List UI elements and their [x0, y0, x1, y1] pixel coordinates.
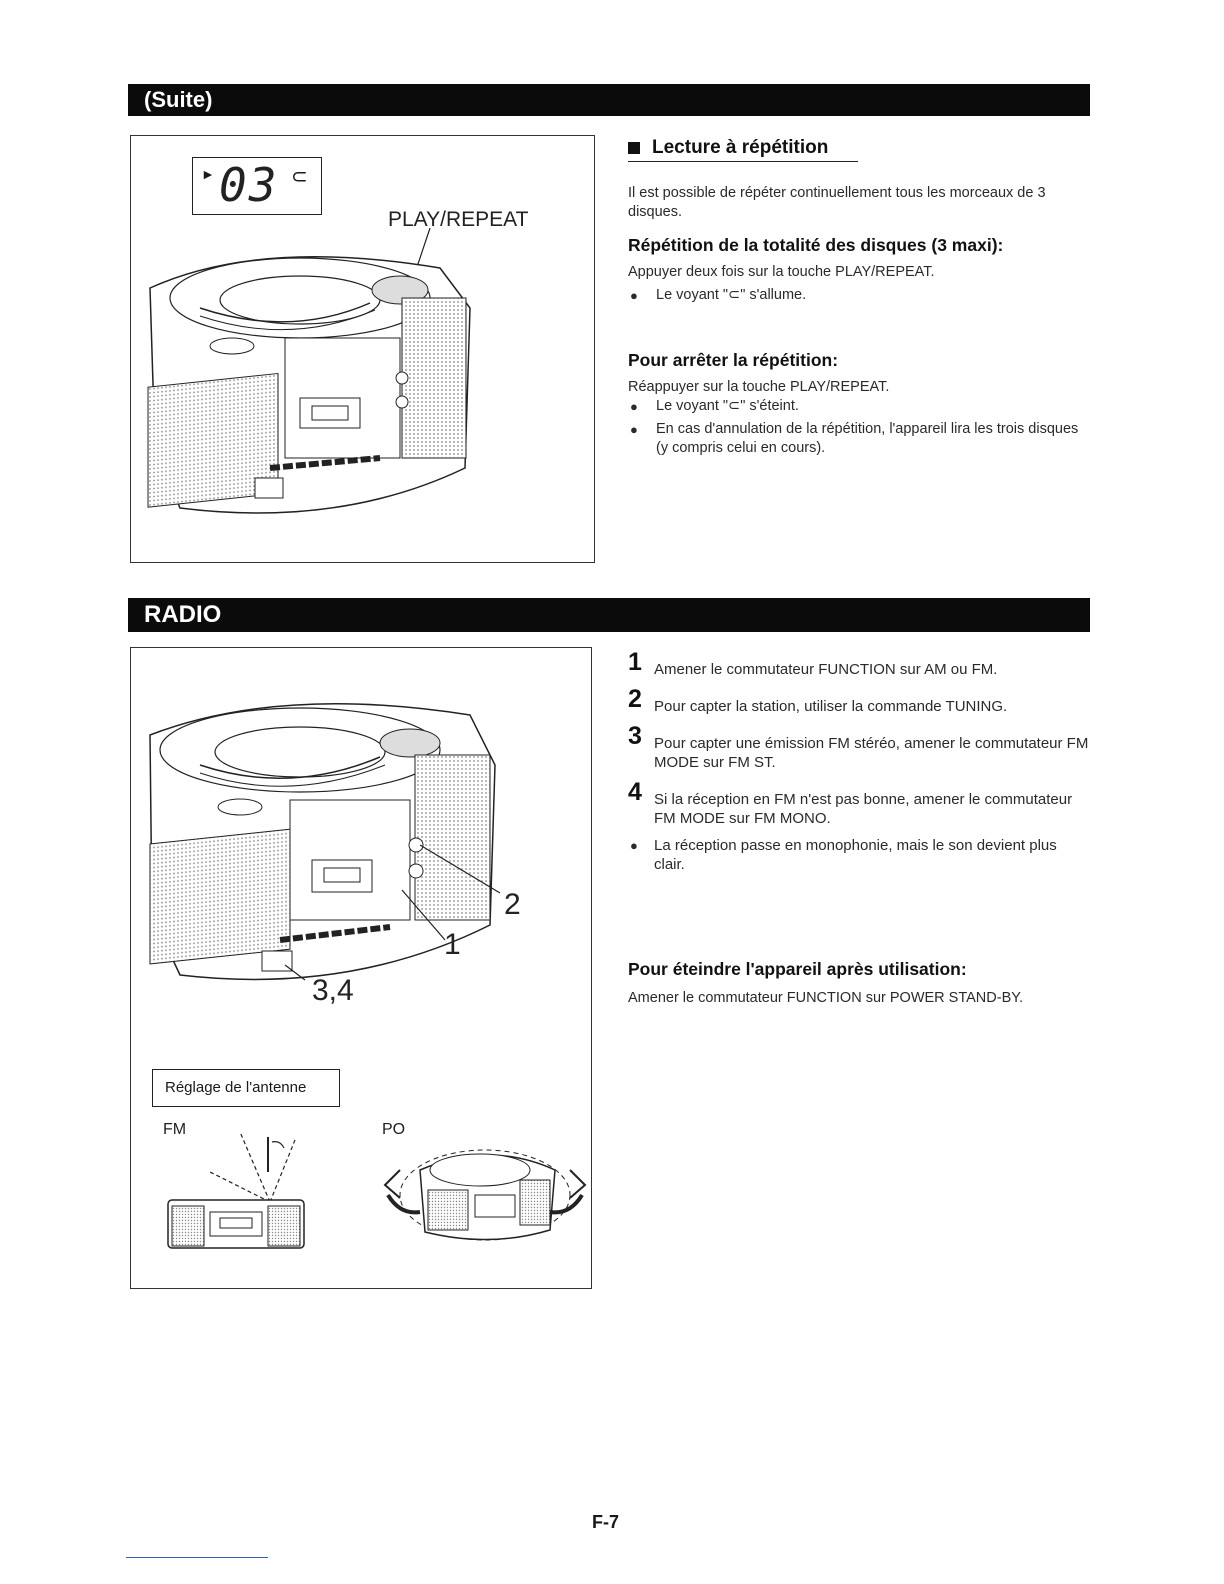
- step-text: Amener le commutateur FUNCTION sur AM ou…: [654, 661, 998, 678]
- play-arrow-icon: ►: [201, 166, 215, 182]
- callout-3-4: 3,4: [312, 974, 354, 1007]
- callout-2: 2: [504, 888, 521, 921]
- lcd-digits: 03: [219, 158, 279, 212]
- radio-figure-frame: [130, 647, 592, 1289]
- square-bullet-icon: [628, 141, 640, 154]
- stop-repeat-text: Réappuyer sur la touche PLAY/REPEAT.: [628, 379, 890, 395]
- bullet-icon: ●: [630, 288, 638, 303]
- repeat-all-text: Appuyer deux fois sur la touche PLAY/REP…: [628, 264, 935, 280]
- radio-bullet-text: La réception passe en monophonie, mais l…: [654, 837, 1057, 873]
- play-repeat-label: PLAY/REPEAT: [388, 208, 529, 231]
- power-off-text: Amener le commutateur FUNCTION sur POWER…: [628, 990, 1024, 1006]
- boombox-radio-illustration: [149, 703, 501, 981]
- step-text: Pour capter la station, utiliser la comm…: [654, 698, 1008, 715]
- fm-label: FM: [163, 1121, 187, 1138]
- stop-repeat-bullet-2-text: En cas d'annulation de la répétition, l'…: [656, 421, 1079, 456]
- lcd-display: ► 03 ⊂: [192, 157, 322, 215]
- step-number: 3: [628, 722, 642, 750]
- antenna-label: Réglage de l'antenne: [165, 1079, 307, 1096]
- po-label: PO: [382, 1121, 406, 1138]
- section-bar-suite: (Suite): [128, 84, 1090, 116]
- bullet-icon: ●: [630, 399, 638, 414]
- section-title-suite: (Suite): [144, 87, 213, 112]
- repeat-all-bullet: ● Le voyant "⊂" s'allume.: [628, 286, 1090, 305]
- bullet-icon: ●: [630, 422, 638, 437]
- stop-repeat-bullet-2: ● En cas d'annulation de la répétition, …: [628, 420, 1090, 458]
- step-text: Pour capter une émission FM stéréo, amen…: [654, 735, 1089, 771]
- boombox-illustration: [147, 228, 471, 514]
- bullet-icon: ●: [630, 838, 638, 853]
- antenna-label-box: Réglage de l'antenne: [152, 1069, 340, 1107]
- repeat-intro: Il est possible de répéter continuelleme…: [628, 185, 1046, 220]
- power-off-block: Pour éteindre l'appareil après utilisati…: [628, 960, 1090, 1008]
- radio-step-2: 2 Pour capter la station, utiliser la co…: [628, 687, 1090, 716]
- repeat-all-heading: Répétition de la totalité des disques (3…: [628, 235, 1004, 255]
- step-number: 2: [628, 685, 642, 713]
- stop-repeat-bullet-1-text: Le voyant "⊂" s'éteint.: [656, 398, 799, 414]
- repeat-heading-text: Lecture à répétition: [652, 137, 829, 158]
- section-title-radio: RADIO: [144, 601, 222, 628]
- section-bar-radio: RADIO: [128, 598, 1090, 632]
- fm-antenna-illustration: [167, 1132, 305, 1249]
- power-off-heading: Pour éteindre l'appareil après utilisati…: [628, 959, 967, 979]
- step-text: Si la réception en FM n'est pas bonne, a…: [654, 791, 1073, 827]
- step-number: 4: [628, 778, 642, 806]
- radio-step-3: 3 Pour capter une émission FM stéréo, am…: [628, 724, 1090, 772]
- repeat-text-column: Lecture à répétition Il est possible de …: [628, 138, 1090, 458]
- radio-step-1: 1 Amener le commutateur FUNCTION sur AM …: [628, 650, 1090, 679]
- callout-1: 1: [444, 928, 461, 961]
- radio-step-4: 4 Si la réception en FM n'est pas bonne,…: [628, 780, 1090, 828]
- repeat-all-bullet-text: Le voyant "⊂" s'allume.: [656, 287, 807, 303]
- po-rotation-illustration: [383, 1149, 587, 1241]
- stop-repeat-heading: Pour arrêter la répétition:: [628, 350, 839, 370]
- stop-repeat-bullet-1: ● Le voyant "⊂" s'éteint.: [628, 397, 1090, 416]
- page-number: F-7: [592, 1512, 619, 1532]
- repeat-figure-frame: [130, 135, 595, 563]
- step-number: 1: [628, 648, 642, 676]
- repeat-indicator-icon: ⊂: [291, 166, 308, 188]
- radio-steps-column: 1 Amener le commutateur FUNCTION sur AM …: [628, 650, 1090, 874]
- bottom-rule: [126, 1557, 268, 1558]
- radio-bullet: ● La réception passe en monophonie, mais…: [628, 836, 1090, 874]
- repeat-heading: Lecture à répétition: [628, 138, 858, 162]
